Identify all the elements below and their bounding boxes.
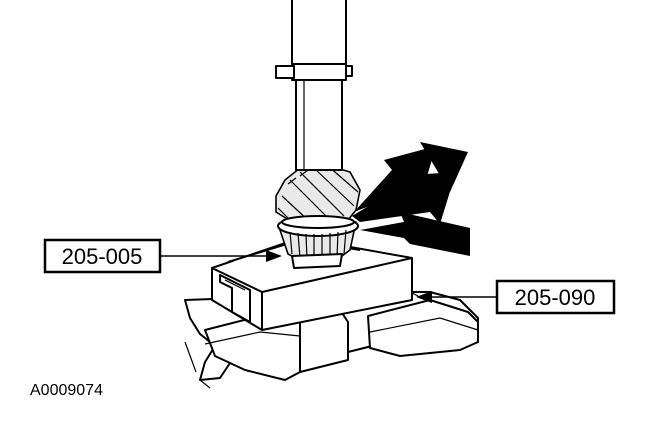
callout-label: 205-005: [62, 244, 143, 269]
callout-205-090: 205-090: [416, 279, 616, 315]
figure-id-label: A0009074: [30, 382, 103, 399]
callout-label: 205-090: [515, 285, 596, 310]
press-ram: [275, 0, 353, 171]
callout-205-005: 205-005: [43, 238, 282, 274]
force-arrows: [352, 142, 470, 256]
pinion-gear: [275, 165, 361, 229]
